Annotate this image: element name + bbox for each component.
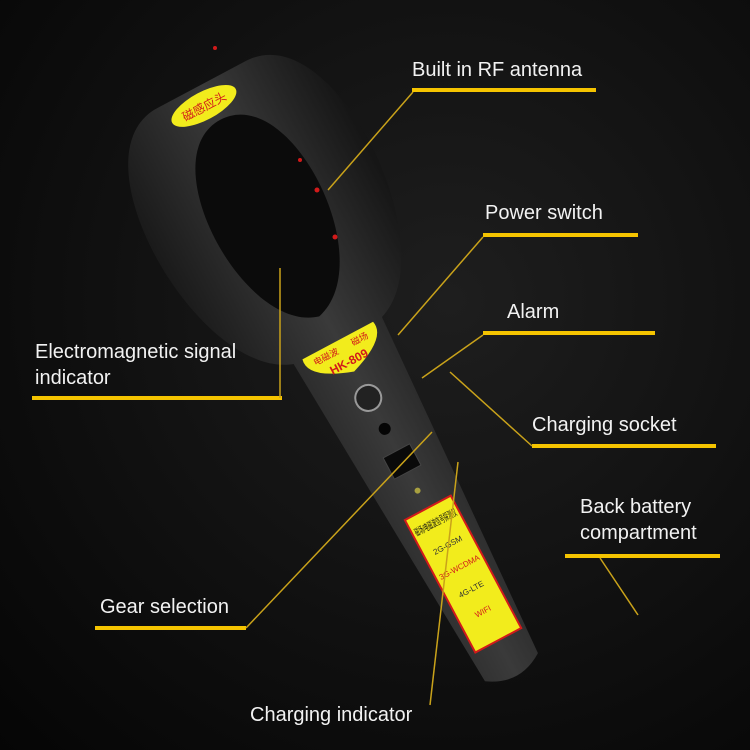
callout-underlines <box>32 88 720 630</box>
callout-alarm: Alarm <box>507 301 560 323</box>
mode-label <box>302 321 378 374</box>
callout-charging-socket: Charging socket <box>532 414 677 436</box>
callout-charging-indicator: Charging indicator <box>250 704 413 726</box>
callout-indicator-line2: indicator <box>35 367 111 389</box>
leader-lines <box>245 91 639 706</box>
charging-led <box>414 487 421 494</box>
callout-gear-selection: Gear selection <box>100 596 229 618</box>
callout-battery-line1: Back battery <box>580 496 692 518</box>
alarm-speaker <box>378 422 391 435</box>
callout-indicator-line1: Electromagnetic signal <box>35 341 237 363</box>
gear-knob[interactable] <box>351 380 386 415</box>
band-label <box>403 494 523 654</box>
signal-leds <box>213 46 338 240</box>
callout-power-switch: Power switch <box>485 202 603 224</box>
detector-body: 磁感应头 电磁波 磁场 HK-809 磁场/电磁波信号探测仪 2G-GSM 3G… <box>128 54 538 682</box>
callout-antenna: Built in RF antenna <box>412 59 583 81</box>
callout-battery-line2: compartment <box>580 522 697 544</box>
top-label <box>171 84 237 127</box>
